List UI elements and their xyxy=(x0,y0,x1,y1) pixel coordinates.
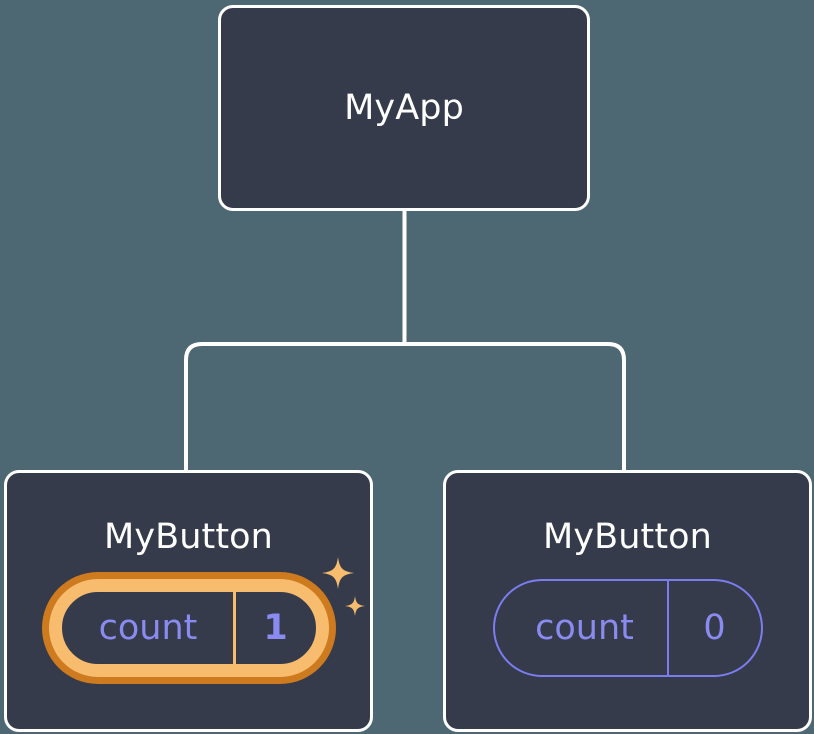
sparkle-small-icon xyxy=(344,596,365,616)
state-pill[interactable]: count 0 xyxy=(492,579,763,677)
node-mybutton-right[interactable]: MyButton count 0 xyxy=(443,470,812,732)
state-pill-wrap-right: count 0 xyxy=(492,579,763,677)
state-key-label: count xyxy=(98,607,198,648)
node-myapp[interactable]: MyApp xyxy=(218,5,590,211)
state-value-label: 0 xyxy=(703,607,726,648)
sparkle-large-icon xyxy=(321,557,354,589)
node-title: MyApp xyxy=(344,87,464,128)
state-pill-divider xyxy=(232,592,236,664)
state-value-label: 1 xyxy=(263,607,288,648)
state-pill-divider xyxy=(666,581,669,675)
node-mybutton-left[interactable]: MyButton count 1 xyxy=(4,470,373,732)
connector-child-bus xyxy=(184,342,626,472)
state-key-label: count xyxy=(535,607,634,648)
node-title: MyButton xyxy=(104,517,273,557)
state-pill-wrap-left: count 1 xyxy=(48,557,365,677)
state-pill-highlighted[interactable]: count 1 xyxy=(48,579,329,677)
node-title: MyButton xyxy=(543,517,712,557)
